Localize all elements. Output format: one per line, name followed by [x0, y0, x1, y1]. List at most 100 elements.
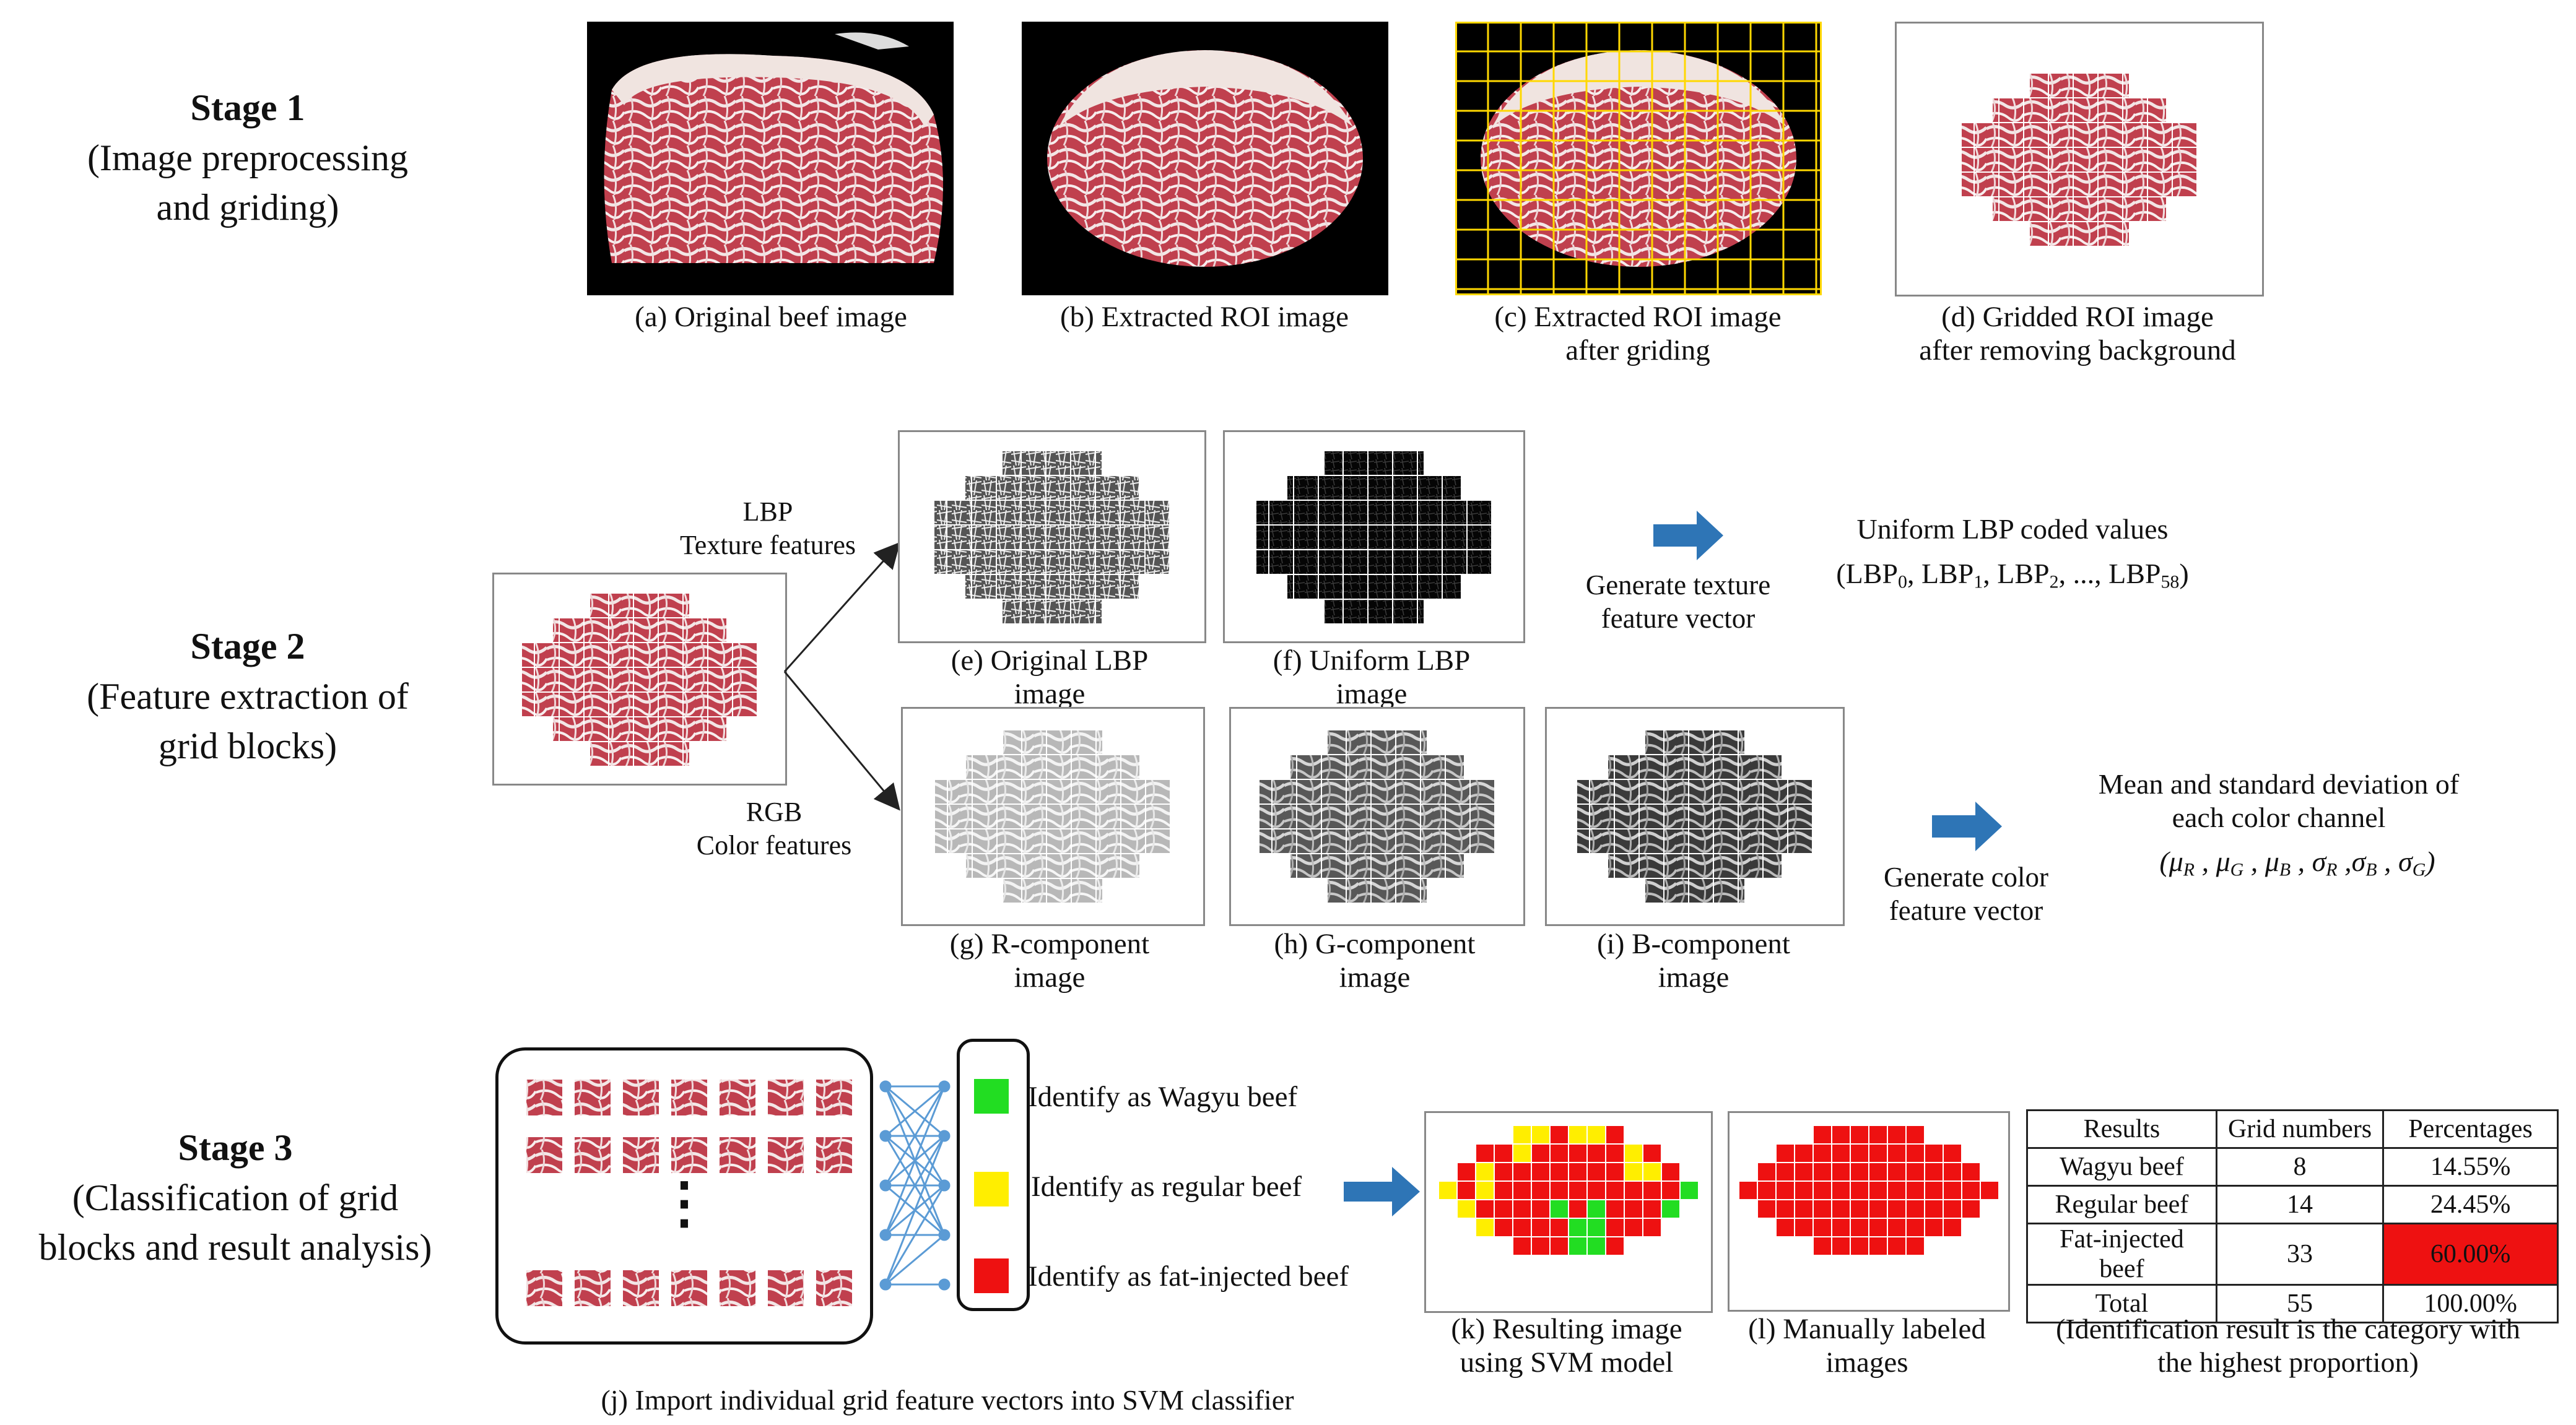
caption-a: (a) Original beef image — [635, 301, 907, 333]
caption-i: (i) B-component image — [1530, 927, 1858, 994]
caption-h-line2: image — [1339, 961, 1411, 994]
lbp-formula: (LBP0, LBP1, LBP2, ..., LBP58) — [1836, 558, 2189, 592]
table-row: Regular beef 14 24.45% — [2026, 1185, 2559, 1224]
grid-block-row-2 — [526, 1137, 852, 1173]
table-cell-category: Fat-injected beef — [2026, 1223, 2217, 1286]
caption-g: (g) R-component image — [886, 927, 1214, 994]
table-header-percentages: Percentages — [2382, 1109, 2559, 1149]
gridded-roi-image — [1455, 22, 1822, 295]
caption-l-line1: (l) Manually labeled — [1748, 1313, 1986, 1345]
classifier-output-box — [957, 1039, 1030, 1311]
legend-wagyu-label: Identify as Wagyu beef — [1028, 1081, 1298, 1113]
table-row: Fat-injected beef 33 60.00% — [2026, 1223, 2559, 1286]
color-vector-line1: Generate color — [1883, 862, 2049, 893]
table-cell-count: 14 — [2215, 1185, 2385, 1224]
table-cell-percentage-highlight: 60.00% — [2382, 1223, 2559, 1286]
table-row-total: Total 55 100.00% — [2026, 1284, 2559, 1323]
table-cell-count: 55 — [2215, 1284, 2385, 1323]
rgb-color-label: RGB Color features — [663, 795, 886, 862]
table-header-results: Results — [2026, 1109, 2217, 1149]
gridded-roi-no-background — [1895, 22, 2264, 297]
stage3-subtitle-line1: (Classification of grid — [72, 1177, 399, 1218]
color-vector-line2: feature vector — [1889, 895, 2043, 926]
r-component-image — [901, 707, 1205, 926]
caption-d-line2: after removing background — [1919, 334, 2236, 366]
caption-h: (h) G-component image — [1211, 927, 1539, 994]
caption-i-line1: (i) B-component — [1597, 928, 1790, 960]
color-formula: (μR , μG , μB , σR ,σB , σG) — [2159, 846, 2435, 880]
caption-e-line2: image — [1014, 678, 1086, 710]
caption-i-line2: image — [1658, 961, 1730, 994]
caption-k-line1: (k) Resulting image — [1451, 1313, 1682, 1345]
table-note-line1: (Identification result is the category w… — [2056, 1313, 2520, 1345]
grid-block-row-n — [526, 1270, 852, 1306]
caption-c-line1: (c) Extracted ROI image — [1494, 301, 1782, 333]
table-cell-category: Total — [2026, 1284, 2217, 1323]
table-note-line2: the highest proportion) — [2157, 1346, 2419, 1378]
caption-k: (k) Resulting image using SVM model — [1406, 1312, 1728, 1379]
table-cell-count: 8 — [2215, 1147, 2385, 1187]
table-header-grid-numbers: Grid numbers — [2215, 1109, 2385, 1149]
branch-arrows — [783, 542, 900, 811]
table-cell-category: Wagyu beef — [2026, 1147, 2217, 1187]
lbp-label-line1: LBP — [742, 496, 793, 527]
svm-result-image — [1424, 1111, 1713, 1313]
table-cell-percentage: 24.45% — [2382, 1185, 2559, 1224]
color-stats-line1: Mean and standard deviation of — [2098, 768, 2460, 800]
caption-l-line2: images — [1825, 1346, 1908, 1379]
grid-blocks-container — [495, 1047, 873, 1345]
b-component-image — [1545, 707, 1845, 926]
stage2-title: Stage 2 — [190, 626, 305, 667]
stage2-subtitle: (Feature extraction of grid blocks) — [50, 672, 446, 771]
table-cell-category: Regular beef — [2026, 1185, 2217, 1224]
legend-wagyu-swatch — [974, 1079, 1009, 1114]
texture-vector-line1: Generate texture — [1585, 570, 1771, 600]
table-cell-percentage: 14.55% — [2382, 1147, 2559, 1187]
caption-f-line2: image — [1336, 678, 1408, 710]
generate-color-vector: Generate color feature vector — [1836, 860, 2096, 927]
legend-regular-label: Identify as regular beef — [1031, 1171, 1302, 1203]
g-component-image — [1229, 707, 1525, 926]
legend-fat-injected-swatch — [974, 1258, 1009, 1293]
original-lbp-image — [898, 430, 1206, 643]
manually-labeled-image — [1728, 1111, 2010, 1312]
generate-texture-vector: Generate texture feature vector — [1548, 568, 1808, 635]
caption-f-line1: (f) Uniform LBP — [1273, 644, 1471, 677]
legend-fat-injected-label: Identify as fat-injected beef — [1028, 1260, 1349, 1293]
caption-e: (e) Original LBP image — [886, 644, 1214, 711]
caption-l: (l) Manually labeled images — [1709, 1312, 2025, 1379]
texture-arrow — [1653, 511, 1723, 560]
stage1-subtitle-line2: and griding) — [156, 187, 339, 228]
results-table: Results Grid numbers Percentages Wagyu b… — [2026, 1109, 2559, 1323]
stage1-subtitle-line1: (Image preprocessing — [87, 137, 409, 178]
table-cell-percentage: 100.00% — [2382, 1284, 2559, 1323]
rgb-label-line1: RGB — [746, 797, 803, 827]
grid-blocks-ellipsis: ⋮ — [656, 1173, 712, 1234]
legend-regular-swatch — [974, 1172, 1009, 1206]
stage3-subtitle: (Classification of grid blocks and resul… — [0, 1173, 471, 1272]
caption-f: (f) Uniform LBP image — [1208, 644, 1536, 711]
extracted-roi-image — [1022, 22, 1388, 295]
table-cell-count: 33 — [2215, 1223, 2385, 1286]
lbp-label-line2: Texture features — [680, 530, 856, 560]
grid-block-row-1 — [526, 1080, 852, 1115]
stage2-subtitle-line2: grid blocks) — [158, 725, 337, 766]
color-stats-line2: each color channel — [2172, 802, 2386, 833]
caption-b: (b) Extracted ROI image — [1060, 301, 1349, 333]
caption-c-line2: after griding — [1565, 334, 1710, 366]
caption-g-line1: (g) R-component — [949, 928, 1150, 960]
table-note: (Identification result is the category w… — [2006, 1312, 2570, 1379]
caption-k-line2: using SVM model — [1460, 1346, 1674, 1379]
uniform-lbp-values-title: Uniform LBP coded values — [1856, 513, 2169, 545]
gridded-source-image — [492, 573, 787, 786]
stage1-subtitle: (Image preprocessing and griding) — [62, 133, 433, 232]
stage1-title: Stage 1 — [190, 87, 305, 128]
caption-e-line1: (e) Original LBP — [951, 644, 1149, 677]
color-stats-title: Mean and standard deviation of each colo… — [2043, 768, 2514, 834]
result-arrow — [1344, 1167, 1420, 1216]
table-header-row: Results Grid numbers Percentages — [2026, 1109, 2559, 1149]
lbp-texture-label: LBP Texture features — [656, 495, 879, 562]
stage2-subtitle-line1: (Feature extraction of — [87, 676, 409, 717]
uniform-lbp-image — [1223, 430, 1525, 643]
caption-g-line2: image — [1014, 961, 1086, 994]
